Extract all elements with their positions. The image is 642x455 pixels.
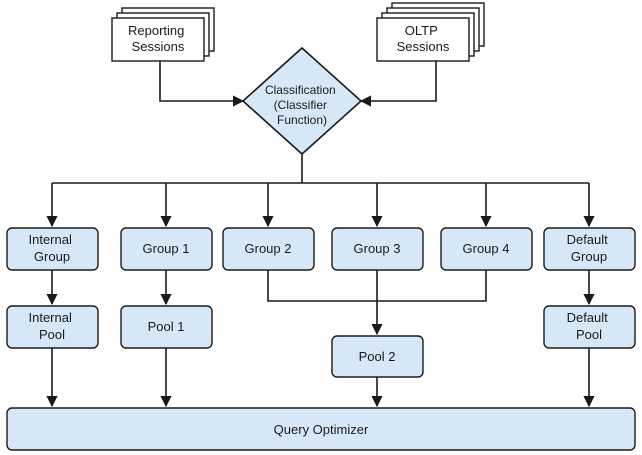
pool1-label: Pool 1 bbox=[148, 319, 185, 334]
classifier-label-line2: (Classifier bbox=[274, 98, 327, 112]
internal-pool-label-line2: Pool bbox=[39, 327, 65, 342]
svg-text:Group 4: Group 4 bbox=[463, 241, 510, 256]
default-group-label-line2: Group bbox=[571, 249, 607, 264]
classifier-node: Classification (Classifier Function) bbox=[241, 46, 363, 156]
internal-pool-label-line1: Internal bbox=[29, 310, 72, 325]
group4-label: Group 4 bbox=[463, 241, 510, 256]
default-pool-label-line2: Pool bbox=[576, 327, 602, 342]
group1-node: Group 1 bbox=[120, 227, 213, 271]
group1-label: Group 1 bbox=[143, 241, 190, 256]
svg-text:Query Optimizer: Query Optimizer bbox=[274, 422, 369, 437]
reporting-sessions-label-line2: Sessions bbox=[132, 39, 185, 54]
connector-reporting-classifier bbox=[159, 60, 245, 107]
reporting-sessions-node: Reporting Sessions bbox=[111, 7, 215, 62]
svg-text:Group 3: Group 3 bbox=[354, 241, 401, 256]
internal-group-label-line1: Internal bbox=[29, 232, 72, 247]
query-optimizer-node: Query Optimizer bbox=[6, 407, 636, 451]
group4-node: Group 4 bbox=[440, 227, 533, 271]
oltp-sessions-label-line2: Sessions bbox=[397, 39, 450, 54]
svg-text:Classification (Classifi: Classification (Classifier Function) bbox=[265, 83, 339, 127]
svg-text:Default Pool: Default Pool bbox=[567, 310, 612, 342]
default-group-label-line1: Default bbox=[567, 232, 609, 247]
svg-text:Pool 1: Pool 1 bbox=[148, 319, 185, 334]
default-group-node: Default Group bbox=[543, 227, 636, 271]
connector-oltp-classifier bbox=[359, 60, 437, 107]
group3-node: Group 3 bbox=[331, 227, 424, 271]
pool2-label: Pool 2 bbox=[359, 349, 396, 364]
group2-label: Group 2 bbox=[245, 241, 292, 256]
internal-group-node: Internal Group bbox=[6, 227, 99, 271]
svg-text:Internal Group: Internal Group bbox=[29, 232, 76, 264]
internal-group-label-line2: Group bbox=[34, 249, 70, 264]
oltp-sessions-label-line1: OLTP bbox=[405, 23, 438, 38]
default-pool-label-line1: Default bbox=[567, 310, 609, 325]
svg-text:Reporting Sessions: Reporting Sessions bbox=[128, 23, 188, 54]
pool1-node: Pool 1 bbox=[120, 305, 213, 349]
svg-text:Internal Pool: Internal Pool bbox=[29, 310, 76, 342]
oltp-sessions-node: OLTP Sessions bbox=[376, 2, 485, 62]
svg-text:Default Group: Default Group bbox=[567, 232, 612, 264]
svg-text:Group 2: Group 2 bbox=[245, 241, 292, 256]
group3-label: Group 3 bbox=[354, 241, 401, 256]
svg-text:Pool 2: Pool 2 bbox=[359, 349, 396, 364]
svg-text:Group 1: Group 1 bbox=[143, 241, 190, 256]
classifier-label-line1: Classification bbox=[265, 83, 336, 97]
internal-pool-node: Internal Pool bbox=[6, 305, 99, 349]
query-optimizer-label: Query Optimizer bbox=[274, 422, 369, 437]
reporting-sessions-label-line1: Reporting bbox=[128, 23, 184, 38]
svg-text:OLTP Sessions: OLTP Sessions bbox=[397, 23, 450, 54]
connectors bbox=[46, 60, 595, 408]
pool2-node: Pool 2 bbox=[331, 335, 424, 378]
group2-node: Group 2 bbox=[222, 227, 315, 271]
classifier-label-line3: Function) bbox=[277, 113, 327, 127]
default-pool-node: Default Pool bbox=[543, 305, 636, 349]
